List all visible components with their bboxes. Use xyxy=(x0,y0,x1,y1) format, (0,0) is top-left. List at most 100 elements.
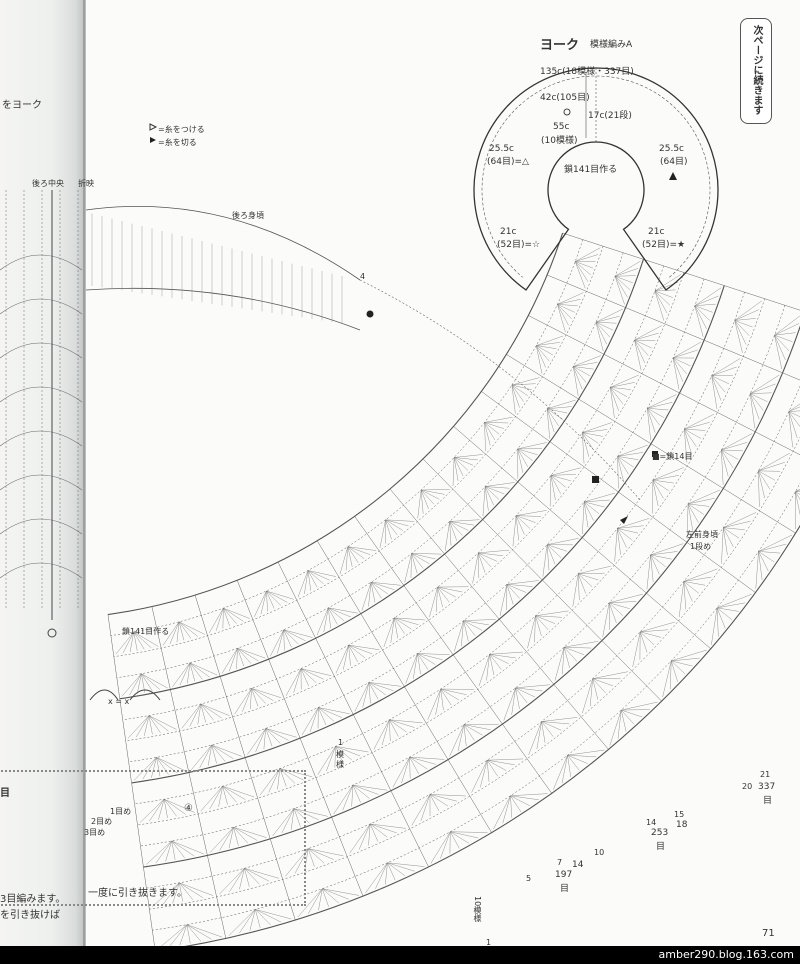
chart-fan-stitch xyxy=(684,429,697,447)
chart-fan-stitch xyxy=(484,422,491,446)
chart-fan-stitch xyxy=(229,648,238,672)
chart-fan-stitch xyxy=(343,645,349,670)
chart-fan-stitch xyxy=(723,520,751,528)
chart-fan-stitch xyxy=(200,703,206,723)
chart-fan-stitch xyxy=(506,584,514,605)
legend-cut-icon xyxy=(150,137,156,143)
chart-fan-stitch xyxy=(163,799,168,819)
chart-fan-stitch xyxy=(429,794,449,807)
chart-fan-stitch xyxy=(640,631,655,646)
chart-fan-stitch xyxy=(440,688,467,695)
chart-fan-stitch xyxy=(621,710,627,732)
chart-fan-stitch xyxy=(684,428,706,431)
chart-fan-stitch xyxy=(484,422,504,429)
chart-fan-stitch xyxy=(595,322,604,352)
chart-fan-stitch xyxy=(694,305,710,321)
chart-fan-stitch xyxy=(293,668,302,693)
chart-fan-stitch xyxy=(266,590,294,600)
chart-fan-stitch xyxy=(237,648,259,662)
chart-fan-stitch xyxy=(255,909,271,926)
chart-fan-stitch xyxy=(563,647,578,662)
chart-fan-stitch xyxy=(562,647,565,675)
chart-fan-stitch xyxy=(774,323,800,336)
chart-fan-stitch xyxy=(385,519,409,527)
chart-fan-stitch xyxy=(452,457,455,487)
yoke-right-bottom-b: (52目)=★ xyxy=(642,240,686,250)
chart-fan-stitch xyxy=(573,366,583,390)
chart-fan-stitch xyxy=(615,275,636,277)
chart-fan-stitch xyxy=(148,715,153,735)
chart-fan-stitch xyxy=(564,641,599,648)
chart-fan-stitch xyxy=(371,582,401,586)
chart-fan-stitch xyxy=(156,757,161,777)
chart-fan-stitch xyxy=(750,393,768,402)
chart-fan-stitch xyxy=(516,515,536,523)
chart-fan-stitch xyxy=(129,631,134,653)
chart-fan-stitch xyxy=(322,888,329,907)
chart-fan-stitch xyxy=(234,688,252,715)
chart-fan-stitch xyxy=(370,823,388,838)
chart-fan-stitch xyxy=(200,703,230,716)
chart-fan-stitch xyxy=(156,757,186,772)
chart-fan-stitch xyxy=(158,799,165,820)
chart-fan-stitch xyxy=(268,768,281,793)
chart-fan-stitch xyxy=(152,882,180,907)
chart-fan-stitch xyxy=(614,268,639,277)
chart-fan-stitch xyxy=(621,701,658,711)
chart-fan-stitch xyxy=(515,515,525,535)
chart-fan-stitch xyxy=(254,590,267,617)
chart-fan-stitch xyxy=(478,552,504,557)
row-num-14: 14 xyxy=(646,818,657,827)
num-337: 337 xyxy=(758,782,776,792)
chart-fan-stitch xyxy=(734,320,753,328)
chart-fan-stitch xyxy=(148,715,177,730)
chart-fan-stitch xyxy=(369,823,379,842)
chart-fan-stitch xyxy=(449,521,463,536)
chart-fan-stitch xyxy=(484,486,489,511)
chart-fan-stitch xyxy=(683,581,693,602)
chart-fan-stitch xyxy=(189,662,218,676)
chart-fan-stitch xyxy=(370,582,382,599)
chart-fan-stitch xyxy=(652,479,664,499)
chart-fan-stitch xyxy=(515,515,519,541)
chart-pattern-divider xyxy=(317,540,492,833)
chart-fan-stitch xyxy=(694,295,719,306)
chart-fan-stitch xyxy=(121,673,142,697)
chart-fan-stitch xyxy=(266,590,288,603)
chart-fan-stitch xyxy=(687,503,699,523)
chart-fan-stitch xyxy=(463,724,491,730)
chart-fan-stitch xyxy=(440,689,444,711)
chart-fan-stitch xyxy=(162,621,180,646)
chart-fan-stitch xyxy=(189,662,210,678)
chart-fan-stitch xyxy=(634,339,649,356)
chart-fan-stitch xyxy=(461,620,464,647)
chart-fan-stitch xyxy=(639,631,648,653)
chart-fan-stitch xyxy=(517,448,533,461)
chart-fan-stitch xyxy=(634,339,645,364)
back-panel-arc xyxy=(0,254,83,271)
chart-fan-stitch xyxy=(440,688,452,706)
chart-fan-stitch xyxy=(758,534,793,552)
chart-fan-stitch xyxy=(577,573,580,601)
chart-row-arc xyxy=(107,232,564,616)
chart-fan-stitch xyxy=(734,300,762,321)
chart-fan-stitch xyxy=(283,629,306,642)
chart-fan-stitch xyxy=(335,746,361,757)
chart-fan-stitch xyxy=(721,449,734,468)
chart-fan-stitch xyxy=(654,290,673,298)
chart-fan-stitch xyxy=(652,479,669,491)
chart-fan-stitch xyxy=(617,518,650,529)
chart-fan-stitch xyxy=(721,449,729,477)
chart-fan-stitch xyxy=(401,757,410,784)
chart-fan-stitch xyxy=(420,489,429,510)
back-panel-arc xyxy=(0,342,83,359)
chart-fan-stitch xyxy=(328,607,331,629)
chart-fan-stitch xyxy=(582,432,585,464)
chart-fan-stitch xyxy=(687,503,705,515)
ten-pattern-label: 10模様 xyxy=(473,896,482,923)
chart-fan-stitch xyxy=(385,862,388,885)
back-panel-arc xyxy=(0,562,83,579)
yoke-outline xyxy=(473,67,719,291)
chart-fan-stitch xyxy=(575,247,601,262)
